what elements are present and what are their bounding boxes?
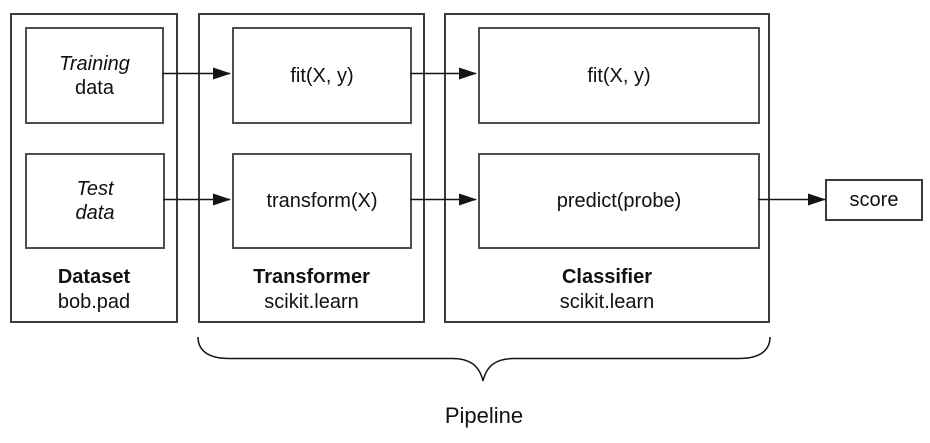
dataset-subtitle: bob.pad	[57, 291, 131, 313]
transformer-title: Transformer	[253, 266, 370, 288]
training-data-line1: Training	[59, 52, 130, 75]
training-data-line2: data	[75, 76, 114, 99]
transformer-transform-label: transform(X)	[266, 190, 378, 212]
test-data-line1: Test	[76, 178, 114, 200]
training-data-box: Training data	[25, 27, 164, 124]
dataset-group: Training data Test data Dataset bob.pad	[10, 13, 178, 323]
score-box: score	[825, 179, 923, 221]
classifier-subtitle: scikit.learn	[559, 291, 655, 313]
classifier-predict-label: predict(probe)	[556, 190, 682, 212]
transformer-group: fit(X, y) transform(X) Transformer sciki…	[198, 13, 425, 323]
classifier-group: fit(X, y) predict(probe) Classifier scik…	[444, 13, 770, 323]
classifier-title: Classifier	[561, 266, 653, 288]
transformer-label: Transformer scikit.learn	[200, 265, 423, 315]
transformer-subtitle: scikit.learn	[264, 291, 359, 313]
test-data-box: Test data	[25, 153, 165, 249]
training-data-label: Training data	[59, 52, 130, 100]
classifier-label: Classifier scikit.learn	[446, 265, 768, 315]
transformer-fit-box: fit(X, y)	[232, 27, 412, 124]
test-data-label: Test data	[76, 177, 115, 225]
classifier-fit-box: fit(X, y)	[478, 27, 760, 124]
classifier-predict-box: predict(probe)	[478, 153, 760, 249]
transformer-transform-box: transform(X)	[232, 153, 412, 249]
score-label: score	[849, 188, 899, 211]
pipeline-label: Pipeline	[444, 403, 524, 428]
transformer-fit-label: fit(X, y)	[290, 64, 354, 87]
classifier-fit-label: fit(X, y)	[587, 64, 651, 87]
dataset-label: Dataset bob.pad	[12, 265, 176, 315]
dataset-title: Dataset	[57, 266, 131, 288]
pipeline-brace	[197, 336, 771, 382]
test-data-line2: data	[75, 202, 115, 224]
